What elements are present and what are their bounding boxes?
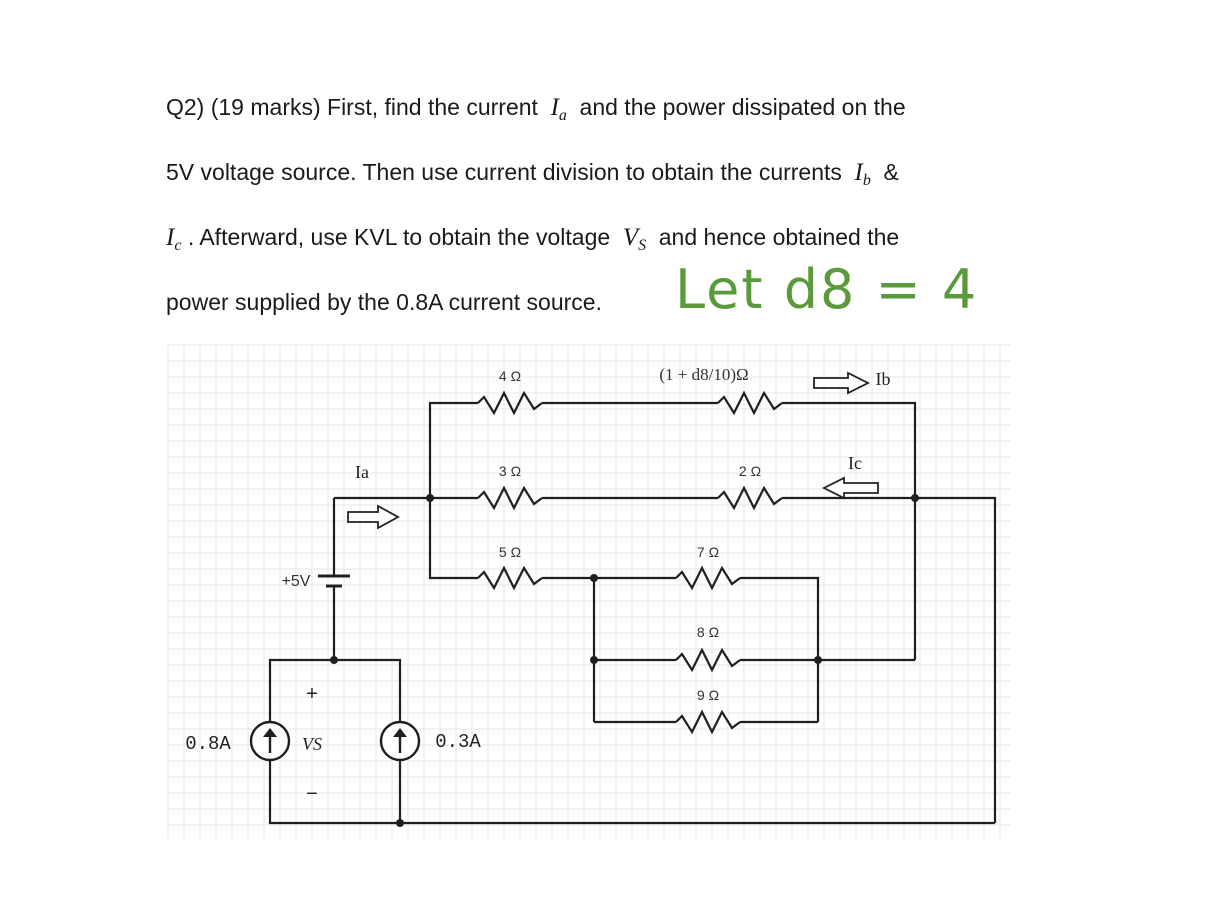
resistor-8ohm [675,647,741,673]
current-ic-symbol: Ic [166,224,182,254]
question-line-3: Ic . Afterward, use KVL to obtain the vo… [166,222,899,261]
question-text: . Afterward, use KVL to obtain the volta… [187,224,611,250]
label-7ohm: 7 Ω [697,544,719,560]
question-line-2: 5V voltage source. Then use current divi… [166,157,899,196]
label-5ohm: 5 Ω [499,544,521,560]
label-4ohm: 4 Ω [499,368,521,384]
junction-dots [330,494,919,827]
label-minus: − [306,783,318,805]
current-source-0-3a [379,720,421,762]
circuit-wires [268,401,997,825]
label-5v-source: +5V [282,573,311,590]
label-8ohm: 8 Ω [697,624,719,640]
current-source-0-8a [249,720,291,762]
battery-5v-symbol [318,574,350,588]
grid-background [167,344,1010,838]
label-ib: Ib [876,369,891,389]
label-3ohm: 3 Ω [499,463,521,479]
resistor-variable [717,390,783,416]
label-ia: Ia [355,462,369,482]
current-ia-symbol: Ia [550,94,567,124]
resistor-2ohm [717,485,783,511]
label-vs: VS [302,734,322,754]
arrow-right-icon [347,504,400,530]
resistor-3ohm [477,485,543,511]
label-ic: Ic [848,453,862,473]
handwritten-note: Let d8 = 4 [675,258,979,321]
question-text: 5V voltage source. Then use current divi… [166,159,842,185]
resistor-9ohm [675,709,741,735]
question-text: power supplied by the 0.8A current sourc… [166,289,602,315]
label-2ohm: 2 Ω [739,463,761,479]
label-variable-resistor: (1 + d8/10)Ω [659,365,748,384]
question-line-1: Q2) (19 marks) First, find the current I… [166,92,906,131]
voltage-vs-symbol: VS [622,224,647,254]
arrow-right-icon [813,371,871,395]
resistor-7ohm [675,565,741,591]
resistor-5ohm [477,565,543,591]
question-text: and hence obtained the [658,224,900,250]
question-text: and the power dissipated on the [579,94,906,120]
current-ib-symbol: Ib [854,159,871,189]
question-text: & [883,159,899,185]
label-plus: + [306,683,318,705]
label-0-3a: 0.3A [435,731,481,753]
label-9ohm: 9 Ω [697,687,719,703]
arrow-left-icon [821,476,879,500]
question-line-4: power supplied by the 0.8A current sourc… [166,287,602,317]
label-0-8a: 0.8A [185,733,231,755]
question-text: Q2) (19 marks) First, find the current [166,94,538,120]
resistor-4ohm [477,390,543,416]
